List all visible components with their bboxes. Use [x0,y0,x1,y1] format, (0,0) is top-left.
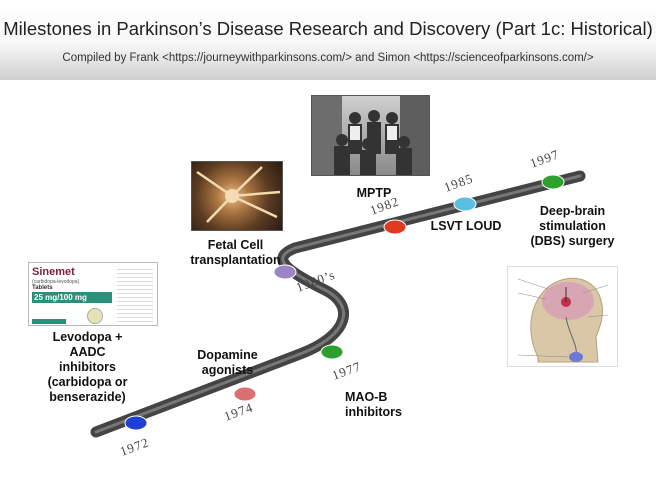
box-dose: 25 mg/100 mg [32,292,112,303]
box-form: Tablets [32,285,53,291]
milestone-dot-6 [541,174,565,190]
header-bar: Milestones in Parkinson’s Disease Resear… [0,0,656,80]
dbs-head-image [507,266,618,367]
milestone-year-5: 1985 [442,170,475,194]
milestone-label-levodopa: Levodopa + AADC inhibitors (carbidopa or… [47,330,128,404]
milestone-year-2: 1977 [330,358,363,382]
milestone-dot-0 [124,415,148,431]
box-brand: Sinemet [32,266,75,278]
tablet-icon [87,308,103,324]
milestone-label-dbs: Deep-brain stimulation (DBS) surgery [530,204,615,248]
milestone-label-fetal-cell: Fetal Cell transplantation [190,238,281,267]
milestone-dot-2 [320,344,344,360]
page-subtitle: Compiled by Frank <https://journeywithpa… [62,52,594,64]
milestone-dot-4 [383,219,407,235]
page-title: Milestones in Parkinson’s Disease Resear… [3,18,653,39]
milestone-label-mptp: MPTP [356,186,392,200]
milestone-label-maob: MAO-B inhibitors [345,390,402,419]
medicine-box-image: Sinemet (carbidopa-levodopa) Tablets 25 … [28,262,158,326]
milestone-label-dopamine-agonists: Dopamine agonists [197,348,258,377]
box-subname: (carbidopa-levodopa) [32,279,80,285]
group-photo-image [311,95,430,176]
milestone-dot-5 [453,196,477,212]
milestone-label-lsvt: LSVT LOUD [430,219,502,233]
milestone-dot-1 [233,386,257,402]
milestone-year-6: 1997 [528,146,561,170]
milestone-year-0: 1972 [118,434,151,458]
milestone-dot-3 [273,264,297,280]
neuron-image [191,161,283,231]
milestone-year-1: 1974 [222,399,255,423]
